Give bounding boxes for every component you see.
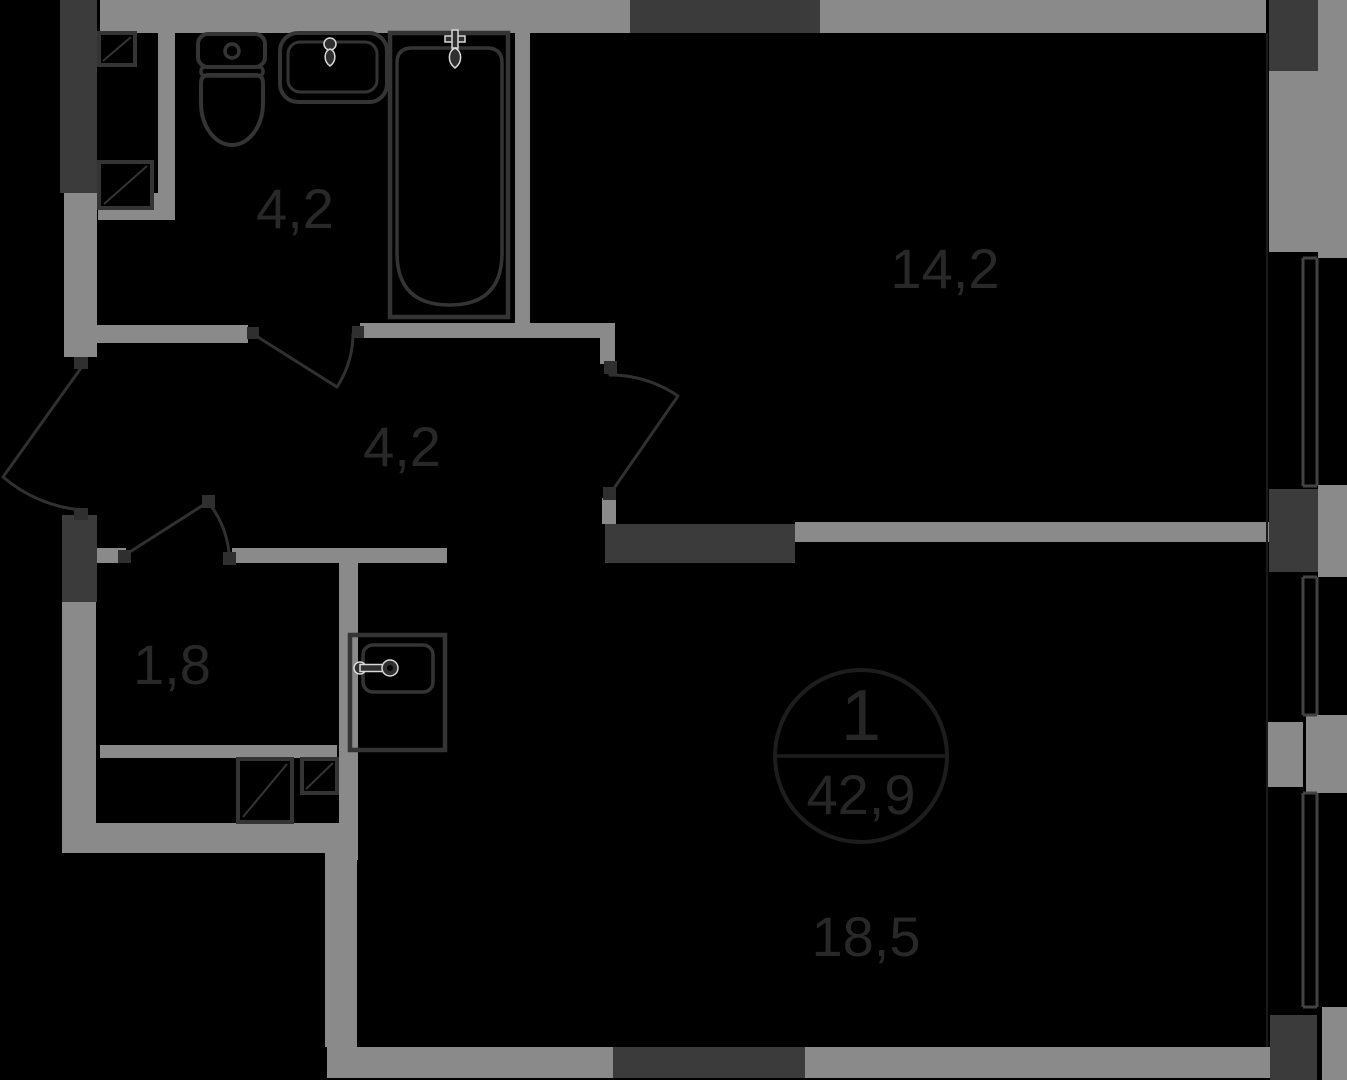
storage-door [118,495,236,565]
wall-facade-3 [1306,715,1347,793]
bathroom-door [247,326,364,389]
area-badge: 1 42,9 [773,668,949,844]
wall-facade-2 [1318,485,1347,577]
toilet-icon [196,32,267,147]
kitchen-sink-icon [347,632,448,753]
window-2 [1301,575,1319,717]
room-label-kitchen-living: 18,5 [812,905,921,968]
wall-bath-east [515,33,530,325]
basin-faucet-icon [323,37,337,67]
windows [1266,33,1319,1047]
wall-dark-east-mid [1269,489,1318,572]
room-label-hallway: 4,2 [363,415,441,478]
wall-shaft-niche [158,33,175,208]
bathtub-faucet-icon [444,29,466,69]
wall-kitchen-west-lower [325,853,357,1047]
room-label-bathroom: 4,2 [256,177,334,240]
wash-basin-icon [278,31,389,104]
wall-west-upper [64,193,97,357]
wall-bath-partition-left [97,325,248,343]
wall-storage-north-right [232,548,447,563]
wall-dark-entry [62,515,97,602]
wall-dark-top [630,0,820,33]
wall-dark-ne-corner [1269,0,1318,71]
wall-bath-partition-right [360,323,615,338]
badge-rooms-count: 1 [841,676,881,756]
wall-pier-2 [1268,722,1303,787]
area-badge-circle [773,668,949,844]
wall-bottom-right [805,1047,1279,1078]
wall-dark-se-corner [1270,1015,1317,1080]
wall-pier-1 [1269,71,1318,252]
wardrobe-icon [236,757,294,824]
wall-hall-stub-bot [602,498,616,524]
wall-bottom-left [327,1047,613,1078]
wall-top-right [820,0,1266,33]
room-label-living-room: 14,2 [891,237,1000,300]
walls-dark [60,0,1318,1080]
kitchen-faucet-icon [353,659,399,677]
wall-facade-4 [1322,1007,1347,1080]
wall-storage-south [100,745,337,758]
doors [1,326,680,565]
room-label-storage: 1,8 [133,633,211,696]
wall-hall-stub-top [600,338,615,364]
ventilation-shaft-icon-2 [97,160,154,210]
wall-dark-bottom [613,1047,805,1078]
wall-room-divider [795,522,1269,542]
wardrobe-icon-small [300,757,339,795]
wall-facade-1 [1318,0,1347,258]
window-1 [1301,256,1319,488]
window-3 [1301,791,1319,1009]
badge-total-area: 42,9 [807,763,916,826]
wall-top-left [100,0,630,33]
bathtub-icon [387,29,511,320]
wall-dark-divider [605,524,795,563]
wall-closet-south [67,823,352,853]
ventilation-shaft-icon [97,31,137,67]
wall-west-lower [62,602,96,853]
entrance-door [1,357,88,520]
wall-dark-nw-corner [60,0,97,193]
living-room-door [603,361,680,500]
